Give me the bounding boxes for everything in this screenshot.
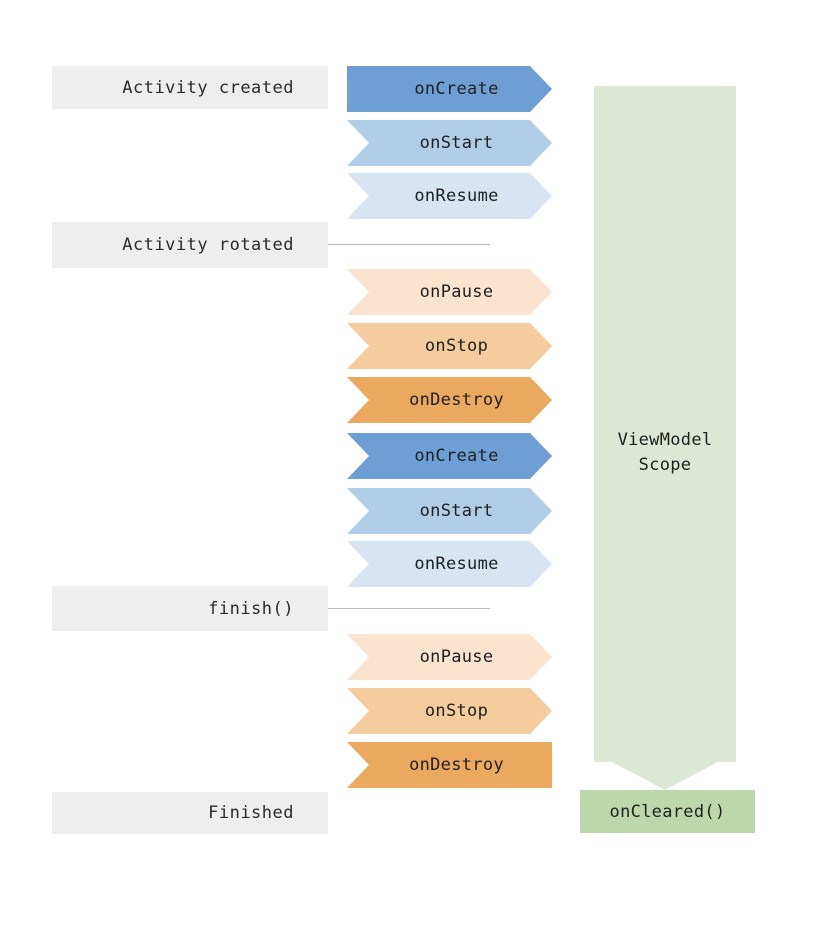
lifecycle-chevron-start-2: onStart bbox=[347, 488, 552, 534]
lifecycle-chevron-destroy-1: onDestroy bbox=[347, 377, 552, 423]
state-label-activity-created: Activity created bbox=[52, 66, 328, 109]
on-cleared-box: onCleared() bbox=[580, 790, 755, 833]
lifecycle-chevron-create-1: onCreate bbox=[347, 66, 552, 112]
connector-line-finish bbox=[328, 608, 490, 609]
lifecycle-chevron-resume-1: onResume bbox=[347, 173, 552, 219]
lifecycle-chevron-create-2: onCreate bbox=[347, 433, 552, 479]
connector-line-activity-rotated bbox=[328, 244, 490, 245]
state-label-finished: Finished bbox=[52, 792, 328, 834]
lifecycle-chevron-pause-1: onPause bbox=[347, 269, 552, 315]
state-label-finish: finish() bbox=[52, 586, 328, 631]
viewmodel-scope-band: ViewModel Scope bbox=[594, 86, 736, 790]
state-label-activity-rotated: Activity rotated bbox=[52, 222, 328, 268]
lifecycle-chevron-pause-2: onPause bbox=[347, 634, 552, 680]
lifecycle-chevron-resume-2: onResume bbox=[347, 541, 552, 587]
lifecycle-chevron-stop-1: onStop bbox=[347, 323, 552, 369]
lifecycle-chevron-start-1: onStart bbox=[347, 120, 552, 166]
lifecycle-chevron-stop-2: onStop bbox=[347, 688, 552, 734]
lifecycle-chevron-destroy-2: onDestroy bbox=[347, 742, 552, 788]
